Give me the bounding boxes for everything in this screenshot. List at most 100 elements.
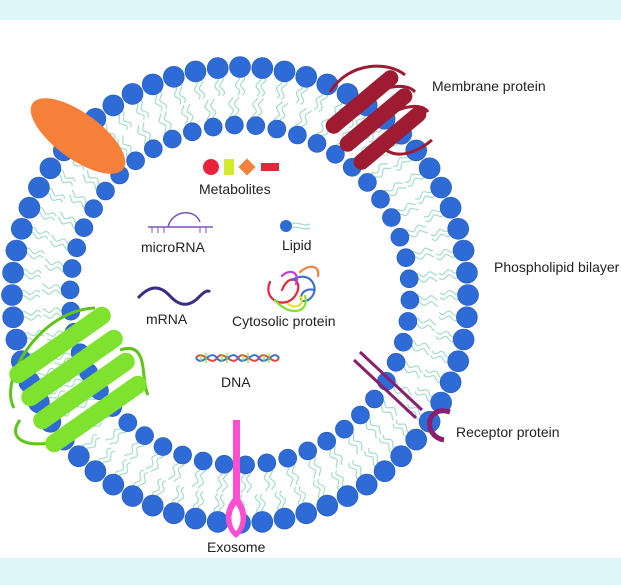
lipid-tail (129, 444, 145, 460)
lipid-head (62, 259, 82, 278)
lipid-tail (251, 97, 259, 118)
lipid-tail (407, 174, 425, 187)
lipid-head (382, 208, 401, 227)
lipid-head (273, 507, 296, 530)
lipid-tail (329, 448, 338, 469)
lipid-tail (412, 247, 434, 255)
lipid-head (96, 181, 115, 201)
lipid-tail (415, 322, 436, 332)
lipid-head (452, 328, 475, 351)
membrane-protein-label: Membrane protein (432, 78, 546, 94)
lipid-tail (171, 485, 180, 505)
lipid-tail (416, 386, 436, 398)
lipid-head (118, 413, 138, 433)
lipid-tail (430, 355, 450, 364)
lipid-head (1, 284, 23, 306)
lipid-tail (64, 378, 84, 388)
lipid-head (307, 134, 327, 153)
lipid-head (390, 445, 413, 468)
lipid-head (102, 94, 125, 117)
lipid-tail (158, 90, 168, 110)
lipid-tail (47, 187, 66, 199)
lipid-head (173, 445, 192, 465)
lipid-tail (219, 75, 226, 97)
lipid-head (10, 218, 33, 240)
lipid-tail (431, 233, 452, 242)
lipid-tail (24, 247, 45, 255)
lipid-tail (49, 240, 69, 251)
lipid-tail (23, 252, 44, 260)
lipid-tail (411, 339, 431, 350)
lipid-tail (348, 462, 361, 480)
lipid-tail (59, 211, 78, 225)
lipid-head (39, 157, 62, 180)
lipid-tail (407, 403, 425, 417)
lipid-tail (137, 471, 149, 491)
lipid-head (126, 151, 145, 171)
lipid-tail (55, 173, 73, 187)
microrna-icon (148, 212, 213, 233)
lipid-tail (58, 169, 76, 183)
lipid-head (28, 176, 50, 199)
lipid-head (336, 485, 359, 507)
lipid-head (193, 451, 213, 471)
lipid-tail (313, 456, 322, 477)
lipid-head (5, 328, 28, 351)
lipid-head (2, 261, 24, 284)
channel-protein (9, 306, 150, 453)
lipid-tail (280, 79, 288, 100)
lipid-tail (86, 169, 101, 186)
lipid-tail (300, 85, 309, 105)
lipid-tail (121, 135, 132, 155)
lipid-head (418, 157, 441, 180)
lipid-head (206, 57, 229, 79)
lipid-head (456, 306, 478, 329)
lipid-tail (71, 189, 88, 205)
cytosolic-protein-label: Cytosolic protein (232, 313, 336, 329)
phospholipid-bilayer-label: Phospholipid bilayer (494, 259, 620, 275)
lipid-tail (404, 360, 423, 374)
mrna-icon (136, 286, 212, 306)
lipid-tail (150, 455, 165, 473)
lipid-tail (221, 472, 229, 493)
lipid-tail (398, 207, 419, 217)
lipid-tail (416, 271, 438, 278)
lipid-tail (404, 170, 422, 183)
lipid-tail (42, 307, 64, 314)
lipid-tail (352, 432, 363, 451)
lipid-tail (395, 380, 412, 396)
lipid-tail (395, 419, 412, 434)
lipid-tail (204, 99, 211, 121)
exosome-marker (225, 420, 247, 538)
lipid-head (60, 280, 80, 300)
lipid-tail (368, 416, 382, 435)
lipid-head (246, 116, 266, 135)
lipid-head (144, 139, 163, 159)
lipid-tail (387, 186, 407, 196)
lipid-head (2, 306, 24, 329)
lipid-tail (118, 462, 132, 480)
lipid-tail (275, 78, 283, 99)
lipid-tail (423, 373, 443, 384)
lipid-tail (308, 458, 317, 479)
lipid-head (295, 502, 318, 525)
ellipse-protein (30, 98, 126, 174)
lipid-tail (191, 468, 202, 488)
lipid-tail (153, 92, 163, 112)
lipid-tail (30, 226, 50, 235)
lipid-tail (156, 480, 166, 500)
lipid-head (405, 428, 428, 451)
lipid-tail (260, 75, 267, 97)
lipid-head (5, 239, 28, 262)
lipid-tail (117, 139, 128, 158)
lipid-tail (335, 470, 347, 489)
lipid-tail (416, 276, 438, 283)
lipid-tail (246, 472, 252, 494)
lipid-tail (295, 107, 307, 127)
lipid-tail (82, 174, 97, 191)
lipid-tail (50, 234, 70, 246)
dna-icon (195, 353, 280, 363)
lipid-tail (383, 399, 398, 416)
lipid-head (295, 66, 318, 88)
lipid-head (84, 199, 103, 218)
